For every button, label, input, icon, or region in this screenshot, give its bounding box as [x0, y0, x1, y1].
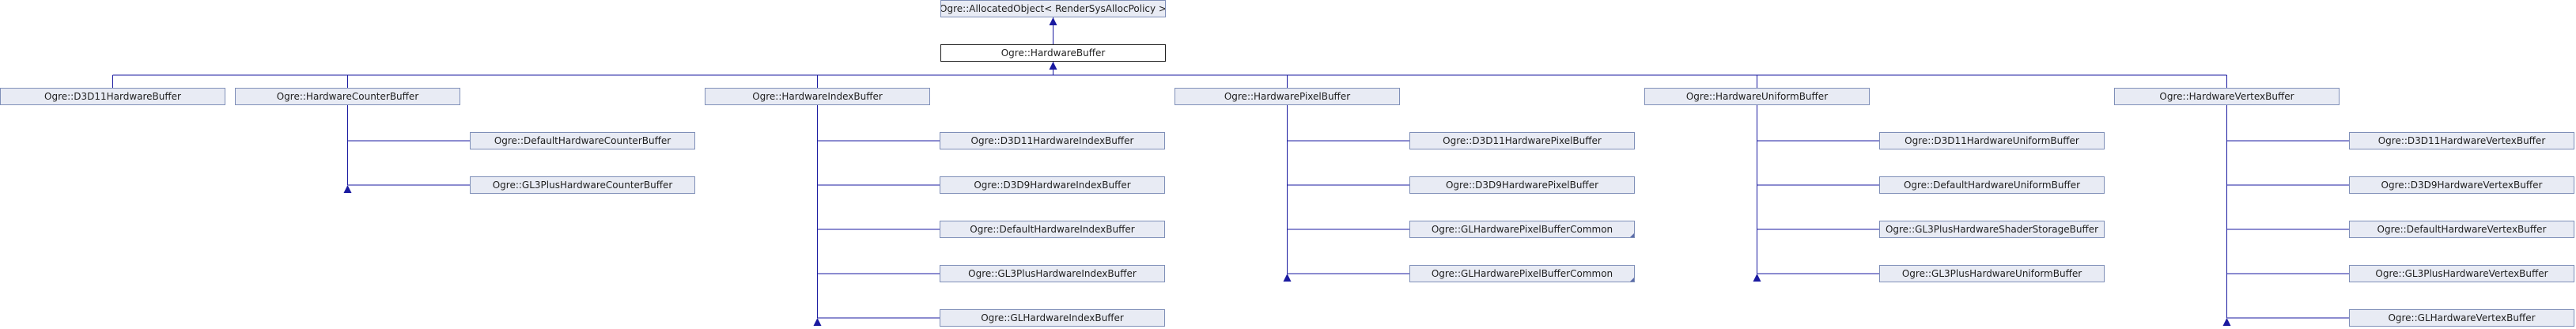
subclass-node-5-4[interactable]: Ogre::GLHardwareVertexBuffer — [2349, 309, 2574, 327]
class-label: Ogre::HardwareUniformBuffer — [1685, 91, 1829, 102]
subclass-node-5-2[interactable]: Ogre::DefaultHardwareVertexBuffer — [2349, 221, 2574, 238]
subclass-node-2-4[interactable]: Ogre::GLHardwareIndexBuffer — [940, 309, 1165, 327]
class-node-3[interactable]: Ogre::HardwarePixelBuffer — [1175, 88, 1400, 105]
class-node-1[interactable]: Ogre::HardwareCounterBuffer — [235, 88, 460, 105]
class-label: Ogre::GL3PlusHardwareVertexBuffer — [2375, 268, 2548, 279]
class-node-0[interactable]: Ogre::D3D11HardwareBuffer — [0, 88, 225, 105]
class-node-4[interactable]: Ogre::HardwareUniformBuffer — [1644, 88, 1870, 105]
class-label: Ogre::GLHardwareVertexBuffer — [2388, 312, 2536, 323]
class-node-5[interactable]: Ogre::HardwareVertexBuffer — [2114, 88, 2340, 105]
class-label: Ogre::AllocatedObject< RenderSysAllocPol… — [940, 3, 1166, 14]
subclass-node-5-1[interactable]: Ogre::D3D9HardwareVertexBuffer — [2349, 176, 2574, 194]
subclass-node-2-2[interactable]: Ogre::DefaultHardwareIndexBuffer — [940, 221, 1165, 238]
class-label: Ogre::D3D9HardwareIndexBuffer — [974, 180, 1131, 191]
class-label: Ogre::HardwarePixelBuffer — [1224, 91, 1351, 102]
class-label: Ogre::DefaultHardwareIndexBuffer — [970, 224, 1135, 235]
class-label: Ogre::HardwareVertexBuffer — [2159, 91, 2294, 102]
subclass-node-4-3[interactable]: Ogre::GL3PlusHardwareUniformBuffer — [1879, 265, 2105, 282]
subclass-node-5-3[interactable]: Ogre::GL3PlusHardwareVertexBuffer — [2349, 265, 2574, 282]
class-label: Ogre::GL3PlusHardwareIndexBuffer — [968, 268, 1137, 279]
subclass-node-4-1[interactable]: Ogre::DefaultHardwareUniformBuffer — [1879, 176, 2105, 194]
subclass-node-4-0[interactable]: Ogre::D3D11HardwareUniformBuffer — [1879, 132, 2105, 149]
subclass-node-2-0[interactable]: Ogre::D3D11HardwareIndexBuffer — [940, 132, 1165, 149]
subclass-node-4-2[interactable]: Ogre::GL3PlusHardwareShaderStorageBuffer — [1879, 221, 2105, 238]
inheritance-edges — [112, 17, 2349, 326]
base-class-node[interactable]: Ogre::HardwareBuffer — [940, 44, 1166, 62]
subclass-node-1-1[interactable]: Ogre::GL3PlusHardwareCounterBuffer — [470, 176, 695, 194]
class-label: Ogre::D3D11HardwareUniformBuffer — [1905, 135, 2079, 146]
class-label: Ogre::GLHardwarePixelBufferCommon — [1431, 224, 1613, 235]
class-label: Ogre::D3D11HardwareBuffer — [44, 91, 181, 102]
subclass-node-3-2[interactable]: Ogre::GLHardwarePixelBufferCommon — [1409, 221, 1635, 238]
class-label: Ogre::DefaultHardwareVertexBuffer — [2377, 224, 2547, 235]
class-label: Ogre::GL3PlusHardwareShaderStorageBuffer — [1885, 224, 2099, 235]
subclass-node-3-0[interactable]: Ogre::D3D11HardwarePixelBuffer — [1409, 132, 1635, 149]
subclass-node-3-3[interactable]: Ogre::GLHardwarePixelBufferCommon — [1409, 265, 1635, 282]
subclass-node-5-0[interactable]: Ogre::D3D11HardwareVertexBuffer — [2349, 132, 2574, 149]
truncated-marker-icon — [1630, 278, 1634, 282]
subclass-node-2-3[interactable]: Ogre::GL3PlusHardwareIndexBuffer — [940, 265, 1165, 282]
class-label: Ogre::GLHardwarePixelBufferCommon — [1431, 268, 1613, 279]
root-class-node[interactable]: Ogre::AllocatedObject< RenderSysAllocPol… — [940, 0, 1166, 17]
class-label: Ogre::GLHardwareIndexBuffer — [981, 312, 1124, 323]
subclass-node-2-1[interactable]: Ogre::D3D9HardwareIndexBuffer — [940, 176, 1165, 194]
class-label: Ogre::DefaultHardwareCounterBuffer — [494, 135, 671, 146]
class-label: Ogre::GL3PlusHardwareCounterBuffer — [492, 180, 673, 191]
subclass-node-1-0[interactable]: Ogre::DefaultHardwareCounterBuffer — [470, 132, 695, 149]
class-node-2[interactable]: Ogre::HardwareIndexBuffer — [705, 88, 930, 105]
class-label: Ogre::DefaultHardwareUniformBuffer — [1903, 180, 2081, 191]
class-label: Ogre::HardwareIndexBuffer — [752, 91, 883, 102]
class-label: Ogre::GL3PlusHardwareUniformBuffer — [1901, 268, 2082, 279]
class-label: Ogre::D3D9HardwarePixelBuffer — [1445, 180, 1599, 191]
class-label: Ogre::HardwareCounterBuffer — [276, 91, 419, 102]
truncated-marker-icon — [1630, 233, 1634, 237]
subclass-node-3-1[interactable]: Ogre::D3D9HardwarePixelBuffer — [1409, 176, 1635, 194]
class-label: Ogre::D3D9HardwareVertexBuffer — [2381, 180, 2543, 191]
class-label: Ogre::D3D11HardwarePixelBuffer — [1443, 135, 1602, 146]
class-label: Ogre::HardwareBuffer — [1001, 47, 1106, 59]
class-label: Ogre::D3D11HardwareIndexBuffer — [970, 135, 1134, 146]
class-label: Ogre::D3D11HardwareVertexBuffer — [2377, 135, 2546, 146]
